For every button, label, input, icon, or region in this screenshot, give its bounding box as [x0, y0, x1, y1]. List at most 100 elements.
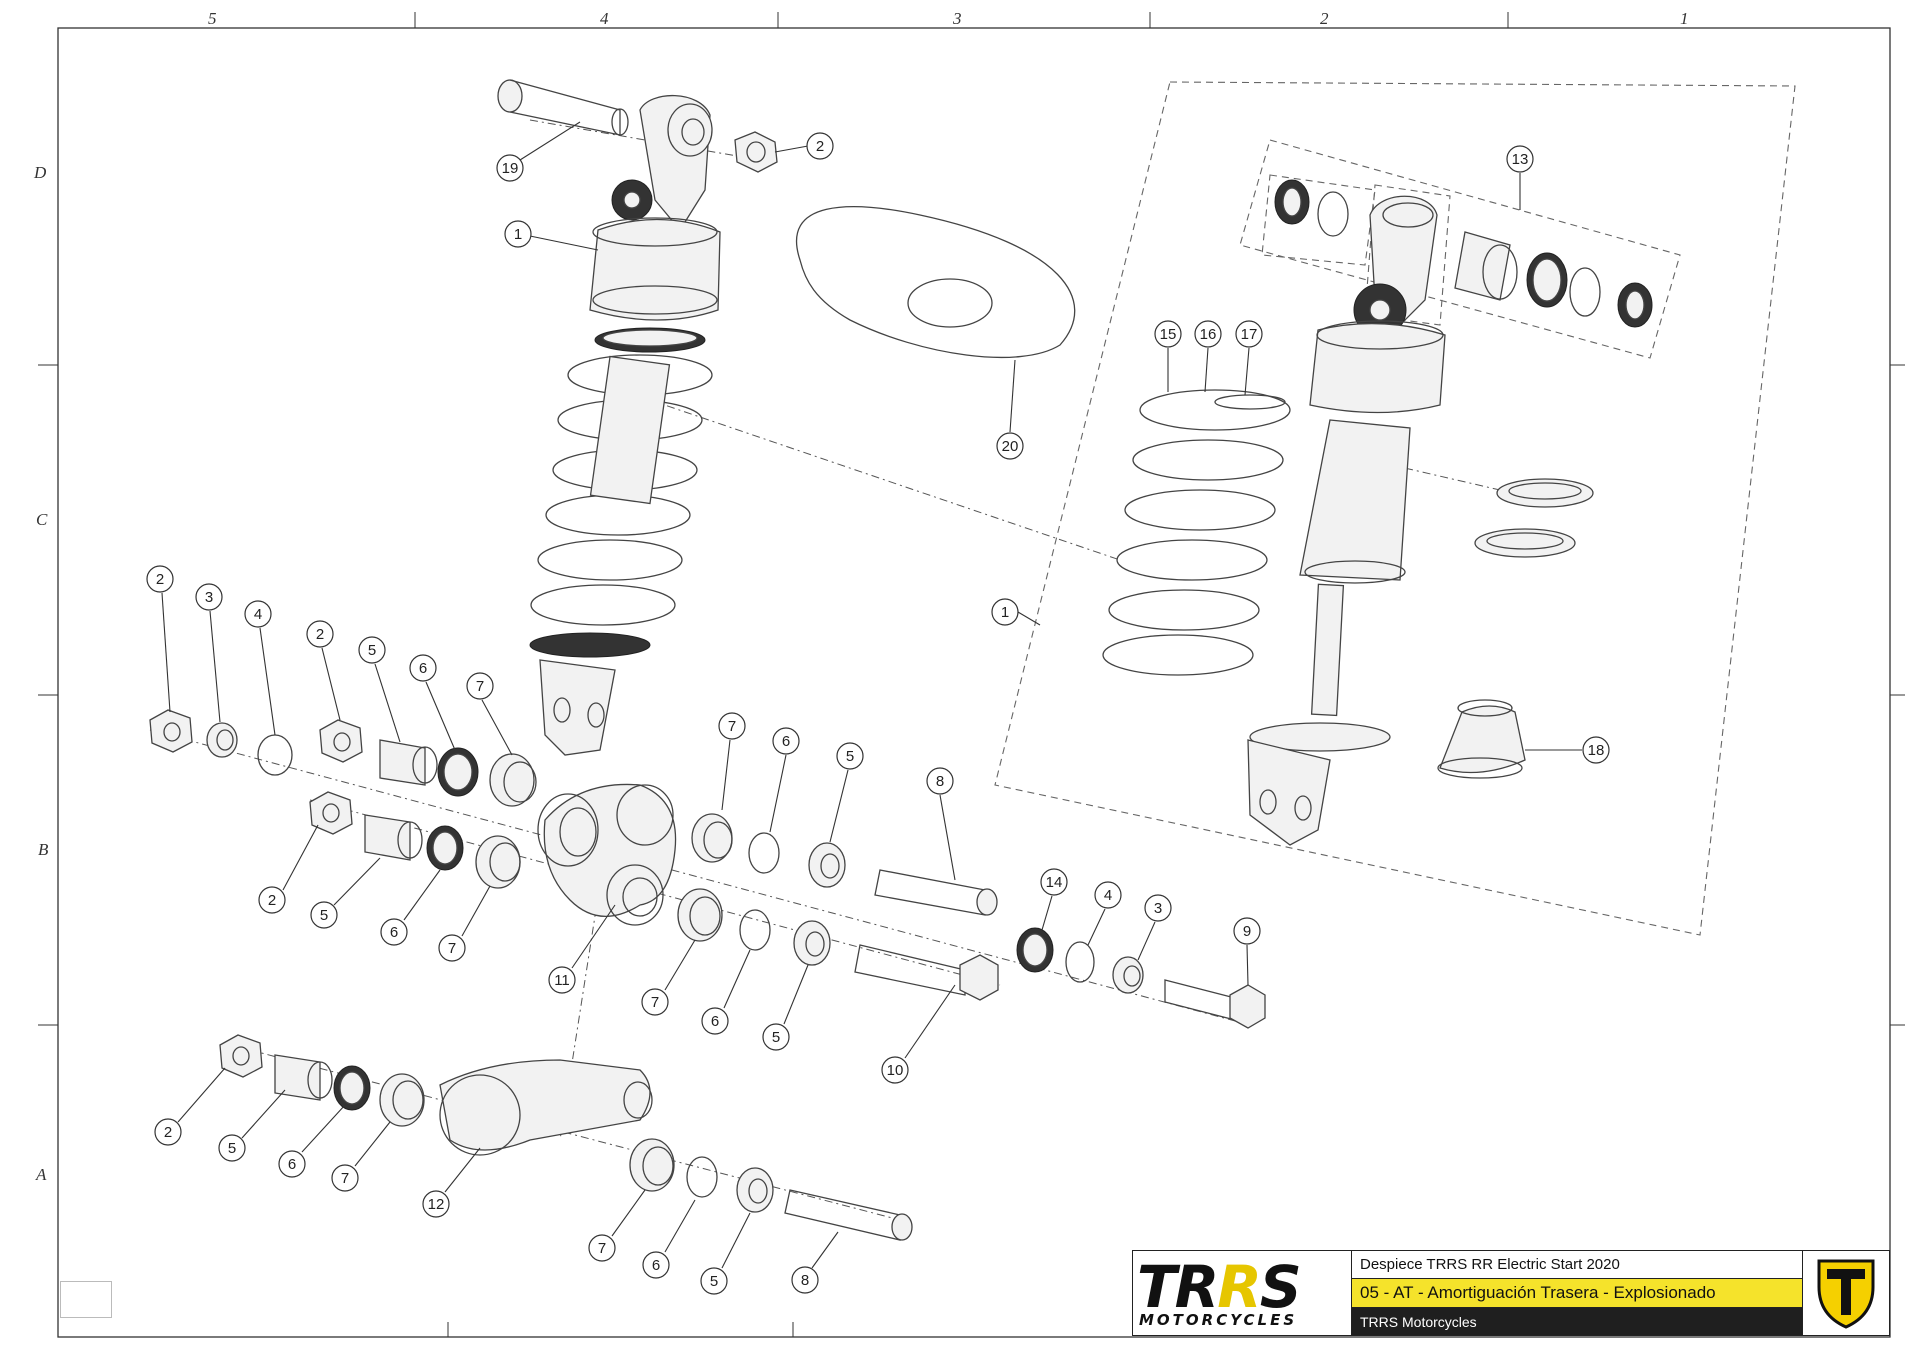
svg-text:15: 15 — [1160, 326, 1177, 343]
svg-text:17: 17 — [1241, 326, 1258, 343]
callout-7-c: 7 — [438, 885, 491, 962]
callout-18: 18 — [1525, 736, 1610, 764]
callout-4-a: 4 — [244, 600, 276, 736]
spring-15 — [1102, 389, 1291, 676]
seal-kit-inner-box-a — [1261, 174, 1376, 266]
svg-text:5: 5 — [320, 907, 328, 924]
callout-9: 9 — [1233, 917, 1261, 986]
trrs-emblem-icon — [1803, 1251, 1889, 1335]
svg-text:3: 3 — [1154, 900, 1162, 917]
callout-5-a: 5 — [358, 636, 401, 743]
title-rows: Despiece TRRS RR Electric Start 2020 05 … — [1352, 1251, 1803, 1335]
grid-row-c: C — [36, 510, 48, 529]
spring-seat-17 — [1214, 394, 1286, 410]
callout-7-b: 7 — [718, 712, 746, 811]
svg-text:6: 6 — [711, 1013, 719, 1030]
sheet-frame — [57, 27, 1891, 1338]
callout-2-nut: 2 — [774, 132, 834, 160]
callout-2-c: 2 — [258, 824, 319, 914]
svg-text:10: 10 — [887, 1062, 904, 1079]
logo-text-a: TR — [1137, 1253, 1219, 1321]
svg-text:2: 2 — [156, 571, 164, 588]
grid-col-2: 2 — [1320, 9, 1329, 28]
callout-5-c: 5 — [310, 857, 381, 929]
title-row-section: 05 - AT - Amortiguación Trasera - Explos… — [1352, 1279, 1802, 1308]
callout-2-d: 2 — [154, 1067, 226, 1146]
callout-17: 17 — [1235, 320, 1263, 396]
callout-14: 14 — [1040, 868, 1068, 931]
svg-text:7: 7 — [448, 940, 456, 957]
callout-2-b: 2 — [306, 620, 341, 721]
callout-3-a: 3 — [195, 583, 223, 723]
callout-10: 10 — [881, 984, 956, 1084]
callout-1-shock: 1 — [504, 220, 599, 251]
logo-subtitle: MOTORCYCLES — [1139, 1311, 1298, 1329]
svg-text:7: 7 — [341, 1170, 349, 1187]
callout-4-b: 4 — [1087, 881, 1122, 946]
svg-text:6: 6 — [390, 924, 398, 941]
grid-ticks — [38, 12, 1905, 1337]
stamp-box — [60, 1281, 112, 1318]
callout-15: 15 — [1154, 320, 1182, 392]
title-block: TRRS MOTORCYCLES Despiece TRRS RR Electr… — [1132, 1250, 1890, 1336]
callout-13: 13 — [1506, 145, 1534, 210]
linkage-parts-upper-row — [149, 709, 537, 807]
callout-5-b: 5 — [829, 742, 864, 843]
svg-text:7: 7 — [728, 718, 736, 735]
grid-col-1: 1 — [1680, 9, 1689, 28]
svg-text:8: 8 — [801, 1272, 809, 1289]
svg-text:1: 1 — [514, 226, 522, 243]
logo-wordmark: TRRS — [1137, 1253, 1302, 1321]
svg-text:2: 2 — [316, 626, 324, 643]
callout-6-b: 6 — [769, 727, 800, 833]
shock-kit-box — [994, 81, 1796, 936]
callout-5-d: 5 — [762, 964, 809, 1051]
svg-text:1: 1 — [1001, 604, 1009, 621]
shock-body-right — [1247, 195, 1446, 846]
callout-20: 20 — [996, 359, 1024, 460]
svg-text:5: 5 — [228, 1140, 236, 1157]
svg-text:5: 5 — [772, 1029, 780, 1046]
svg-text:16: 16 — [1200, 326, 1217, 343]
callout-5-f: 5 — [700, 1212, 751, 1295]
trrs-logo: TRRS MOTORCYCLES — [1133, 1251, 1352, 1335]
centerlines — [149, 119, 1501, 1221]
callout-7-d: 7 — [641, 939, 696, 1016]
shock-absorber-assembled — [529, 94, 721, 756]
callout-7-e: 7 — [331, 1121, 391, 1192]
callout-19: 19 — [496, 121, 581, 182]
grid-row-b: B — [38, 840, 49, 859]
seal-kit-box — [1239, 139, 1681, 359]
nut-2-top — [734, 131, 778, 173]
svg-text:4: 4 — [254, 606, 262, 623]
callout-2-a: 2 — [146, 565, 174, 713]
grid-col-5: 5 — [208, 9, 217, 28]
svg-text:5: 5 — [846, 748, 854, 765]
callout-6-f: 6 — [642, 1199, 696, 1279]
callout-16: 16 — [1194, 320, 1222, 393]
protective-washer-20 — [795, 206, 1076, 358]
grid-row-d: D — [33, 163, 47, 182]
preload-rings — [1474, 478, 1594, 558]
svg-text:13: 13 — [1512, 151, 1529, 168]
svg-text:2: 2 — [164, 1124, 172, 1141]
svg-text:18: 18 — [1588, 742, 1605, 759]
svg-text:8: 8 — [936, 773, 944, 790]
svg-text:6: 6 — [652, 1257, 660, 1274]
svg-text:6: 6 — [288, 1156, 296, 1173]
logo-text-c: S — [1259, 1253, 1302, 1321]
callout-5-e: 5 — [218, 1089, 286, 1162]
linkage-parts-middle-right — [691, 813, 1266, 1029]
svg-text:5: 5 — [710, 1273, 718, 1290]
callouts: 19 2 1 20 13 15 16 17 1 18 2 3 4 2 5 6 7… — [146, 121, 1610, 1295]
title-row-document: Despiece TRRS RR Electric Start 2020 — [1352, 1251, 1802, 1280]
svg-text:11: 11 — [554, 972, 570, 989]
seal-kit-inner-box-b — [1364, 184, 1451, 326]
svg-text:5: 5 — [368, 642, 376, 659]
bump-stop-18 — [1437, 699, 1526, 779]
bolt-19 — [497, 79, 629, 136]
svg-text:3: 3 — [205, 589, 213, 606]
svg-text:20: 20 — [1002, 438, 1019, 455]
callout-6-a: 6 — [409, 654, 456, 751]
